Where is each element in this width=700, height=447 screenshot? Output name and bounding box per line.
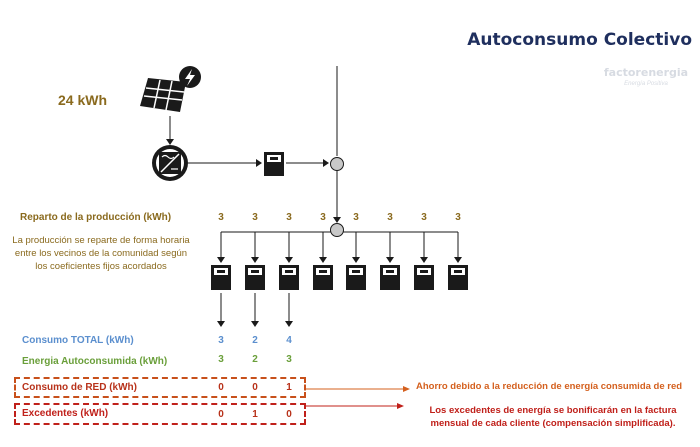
meter-icon xyxy=(279,265,299,290)
consumo-red-value: 0 xyxy=(218,382,224,393)
reparto-label: Reparto de la producción (kWh) xyxy=(20,212,172,223)
reparto-value: 3 xyxy=(252,212,258,223)
consumo-red-value: 0 xyxy=(252,382,258,393)
reparto-value: 3 xyxy=(353,212,359,223)
consumo-total-label: Consumo TOTAL (kWh) xyxy=(22,335,134,346)
meter-icon xyxy=(245,265,265,290)
consumo-total-value: 4 xyxy=(286,335,292,346)
reparto-value: 3 xyxy=(218,212,224,223)
excedentes-label: Excedentes (kWh) xyxy=(22,408,109,419)
lightning-bolt-icon xyxy=(179,66,201,88)
reparto-value: 3 xyxy=(421,212,427,223)
excedentes-box xyxy=(14,403,306,425)
meter-icon xyxy=(380,265,400,290)
consumo-total-value: 3 xyxy=(218,335,224,346)
node-icon xyxy=(330,157,344,171)
node-icon xyxy=(330,223,344,237)
meter-icon xyxy=(313,265,333,290)
logo-tagline: Energía Positiva xyxy=(624,81,668,87)
meter-icon xyxy=(346,265,366,290)
consumo-red-value: 1 xyxy=(286,382,292,393)
logo: factorenergia xyxy=(603,66,689,79)
reparto-value: 3 xyxy=(387,212,393,223)
consumo-red-label: Consumo de RED (kWh) xyxy=(22,382,137,393)
reparto-value: 3 xyxy=(286,212,292,223)
generation-label: 24 kWh xyxy=(58,92,108,108)
meter-icon xyxy=(448,265,468,290)
consumo-total-value: 2 xyxy=(252,335,258,346)
reparto-description: La producción se reparte de forma horari… xyxy=(12,235,190,272)
meter-icon xyxy=(211,265,231,290)
page-title: Autoconsumo Colectivo xyxy=(467,30,692,50)
ahorro-note: Ahorro debido a la reducción de energía … xyxy=(416,381,683,392)
excedentes-value: 1 xyxy=(252,409,258,420)
energia-autoconsumida-value: 3 xyxy=(218,354,224,365)
consumo-red-box xyxy=(14,377,306,398)
excedentes-value: 0 xyxy=(218,409,224,420)
reparto-value: 3 xyxy=(455,212,461,223)
meter-icon xyxy=(264,152,284,176)
energia-autoconsumida-label: Energia Autoconsumida (kWh) xyxy=(22,356,168,367)
excedentes-note: Los excedentes de energía se bonificarán… xyxy=(429,405,677,429)
solar-panel-icon xyxy=(140,78,186,112)
excedentes-value: 0 xyxy=(286,409,292,420)
inverter-icon xyxy=(152,145,188,181)
meter-icon xyxy=(414,265,434,290)
reparto-value: 3 xyxy=(320,212,326,223)
energia-autoconsumida-value: 3 xyxy=(286,354,292,365)
energia-autoconsumida-value: 2 xyxy=(252,354,258,365)
